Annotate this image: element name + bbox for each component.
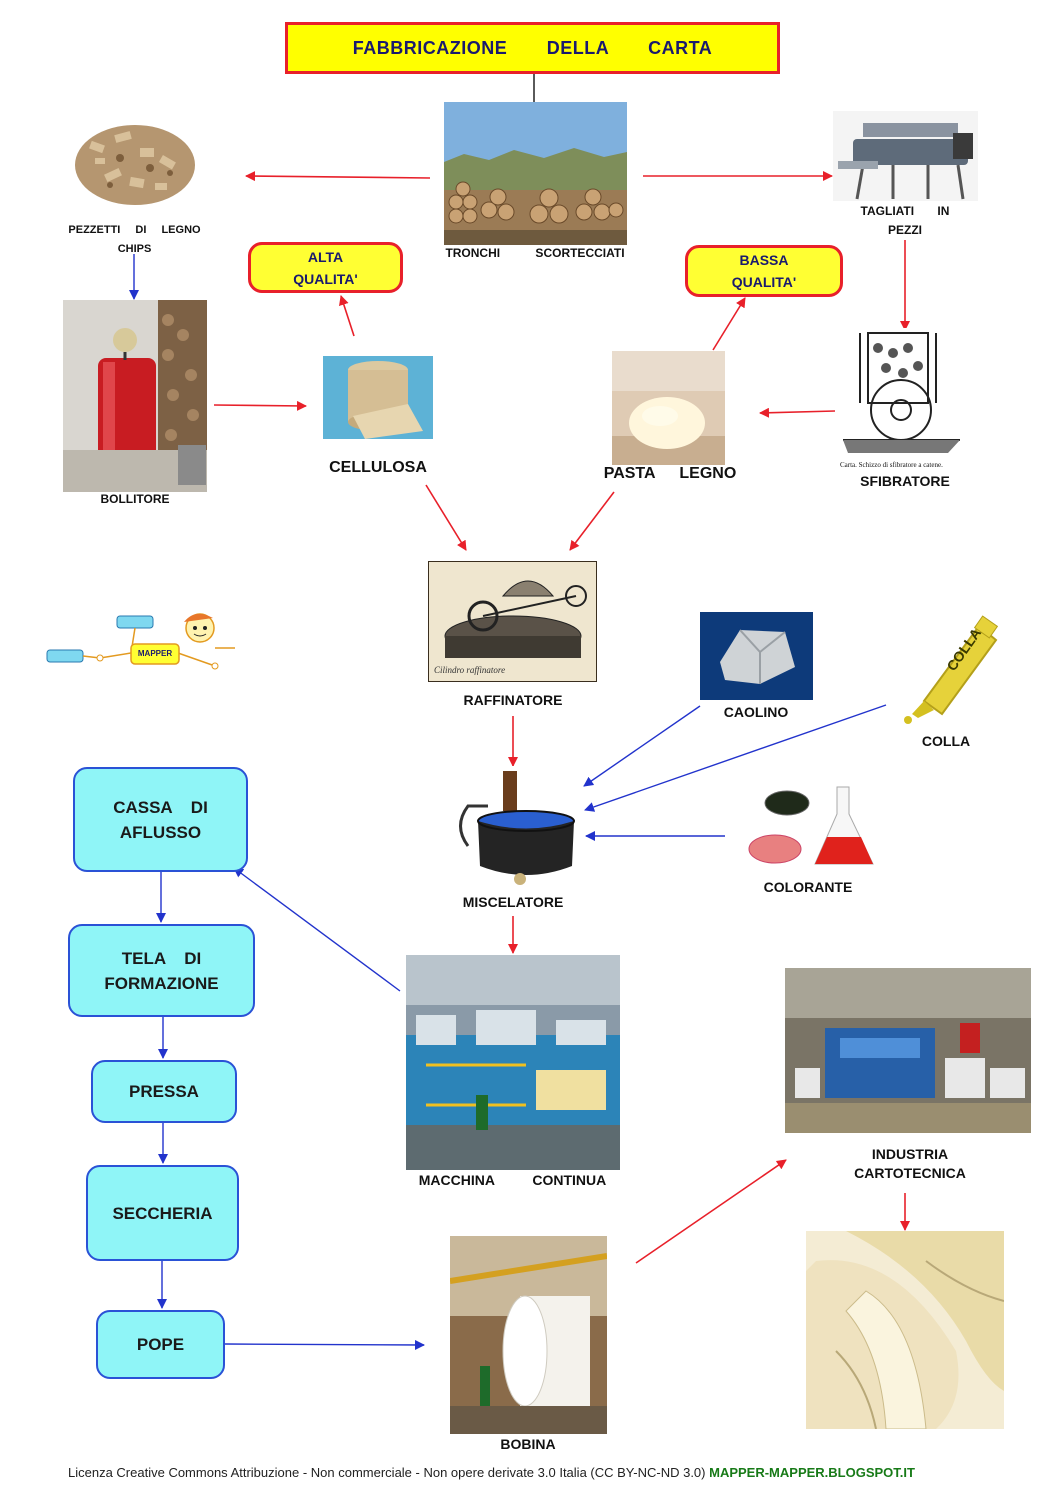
refiner-label: RAFFINATORE: [463, 692, 563, 708]
paper-machine-image: [406, 955, 620, 1170]
arrow-kaolin-to-mixer: [583, 705, 701, 787]
kaolin-label: CAOLINO: [723, 704, 789, 720]
cutter-machine-image: [833, 111, 978, 201]
low-quality-box: BASSA QUALITA': [685, 245, 843, 297]
paper-sheets-image: [806, 1231, 1004, 1429]
wood-pulp-image: [612, 351, 725, 465]
arrow-glue-to-mixer: [584, 704, 887, 812]
chips-label: PEZZETTI DI LEGNO CHIPS: [68, 224, 201, 255]
glue-label: COLLA: [921, 733, 971, 749]
arrow-boiler-to-cellulose: [213, 400, 307, 411]
reel-label: BOBINA: [500, 1436, 556, 1452]
chips-image: [70, 103, 200, 213]
industry-label: INDUSTRIA CARTOTECNICA: [854, 1146, 966, 1181]
mapper-badge: MAPPER: [137, 649, 173, 658]
refiner-caption: Cilindro raffinatore: [434, 665, 506, 675]
cellulose-image: [323, 356, 433, 439]
logs-label: TRONCHI SCORTECCIATI: [445, 246, 625, 260]
diagram-title: FABBRICAZIONE DELLA CARTA: [285, 22, 780, 74]
refiner-image: Cilindro raffinatore: [428, 561, 597, 682]
low-quality-text: BASSA QUALITA': [731, 252, 797, 290]
logs-image: [444, 102, 627, 245]
defibrator-label: SFIBRATORE: [860, 473, 950, 489]
step-label: TELA DI FORMAZIONE: [104, 948, 219, 993]
converting-industry-image: [785, 968, 1031, 1133]
step-label: POPE: [136, 1335, 185, 1354]
defibrator-caption: Carta. Schizzo di sfibratore a catene.: [840, 461, 943, 469]
high-quality-text: ALTA QUALITA': [293, 248, 358, 287]
step-label: PRESSA: [129, 1082, 199, 1101]
step-label: SECCHERIA: [112, 1203, 213, 1223]
step-tela-di-formazione: TELA DI FORMAZIONE: [68, 924, 255, 1017]
kaolin-image: [700, 612, 813, 700]
arrow-defibrator-to-pulp: [759, 407, 836, 418]
arrow-pope-to-reel: [224, 1339, 425, 1350]
arrow-logs-to-chips: [245, 171, 431, 182]
mapper-mascot: MAPPER: [45, 608, 240, 674]
cellulose-label: CELLULOSA: [329, 459, 427, 476]
site-link[interactable]: MAPPER-MAPPER.BLOGSPOT.IT: [709, 1465, 915, 1480]
high-quality-box: ALTA QUALITA': [248, 242, 403, 293]
boiler-image: [63, 300, 207, 492]
step-pressa: PRESSA: [91, 1060, 237, 1123]
arrow-pulp-to-low: [712, 297, 746, 351]
glue-image: COLLA: [894, 606, 1006, 726]
license-text: Licenza Creative Commons Attribuzione - …: [68, 1465, 710, 1480]
dye-label: COLORANTE: [763, 879, 853, 895]
step-seccheria: SECCHERIA: [86, 1165, 239, 1261]
arrow-cellulose-to-refiner: [425, 484, 467, 551]
wood-pulp-label: PASTA LEGNO: [603, 465, 737, 482]
cut-label: TAGLIATI IN PEZZI: [860, 204, 950, 237]
arrow-machine-to-cassa: [233, 867, 401, 992]
arrow-pulp-to-refiner: [569, 491, 615, 551]
defibrator-image: Carta. Schizzo di sfibratore a catene.: [838, 328, 968, 473]
arrow-cellulose-to-high: [339, 295, 355, 337]
machine-label: MACCHINA CONTINUA: [418, 1172, 607, 1188]
arrow-reel-to-industry: [635, 1159, 787, 1264]
dye-image: [745, 779, 880, 877]
reel-image: [450, 1236, 607, 1434]
title-text: FABBRICAZIONE DELLA CARTA: [352, 37, 713, 58]
license-footer: Licenza Creative Commons Attribuzione - …: [68, 1465, 915, 1480]
step-pope: POPE: [96, 1310, 225, 1379]
boiler-label: BOLLITORE: [100, 492, 170, 506]
step-cassa-di-aflusso: CASSA DI AFLUSSO: [73, 767, 248, 872]
mixer-label: MISCELATORE: [462, 894, 564, 910]
step-label: CASSA DI AFLUSSO: [113, 797, 208, 842]
mixer-image: [448, 766, 583, 888]
